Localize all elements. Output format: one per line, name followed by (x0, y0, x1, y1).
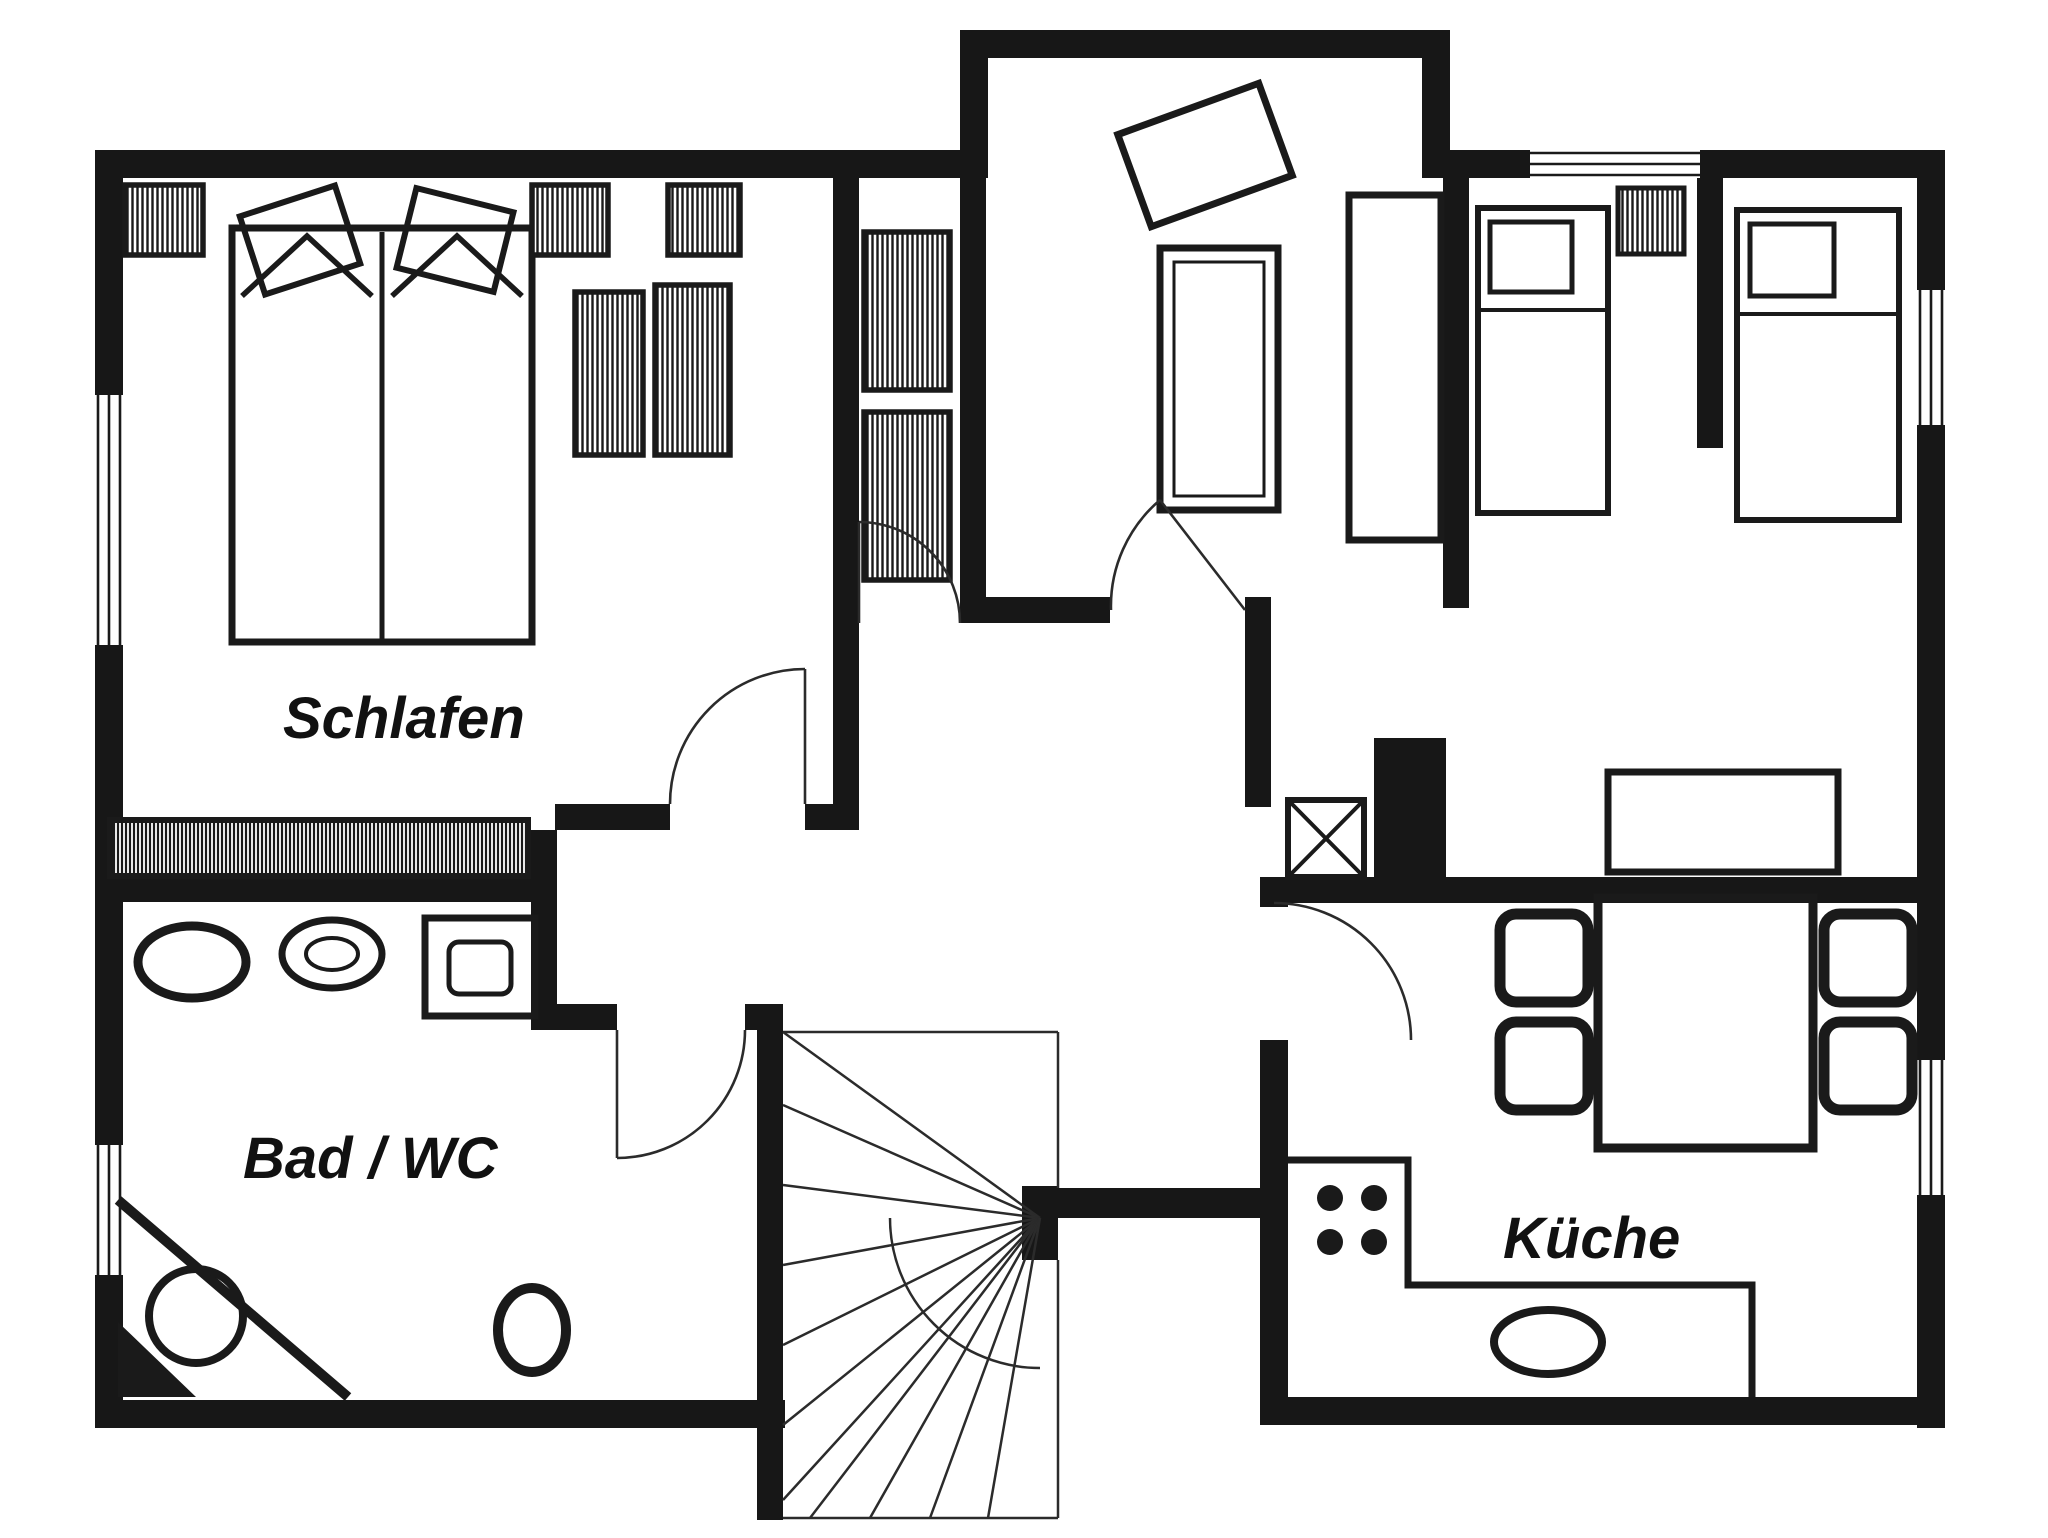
nightstand-right (529, 182, 611, 258)
wall-bay-top (960, 30, 1450, 58)
window-right-lower (1917, 1060, 1945, 1195)
wall-top-left (95, 150, 986, 178)
wall-kitchen-west (1260, 1040, 1288, 1425)
wall-bottom-left (95, 1400, 785, 1428)
radiator (107, 817, 531, 879)
daybed-cushion (1172, 260, 1266, 498)
bathroom-label: Bad / WC (243, 1126, 499, 1191)
pillow-left (235, 181, 365, 299)
washbasin-2-bowl (304, 936, 360, 972)
shower-corner-wedge (118, 1322, 196, 1397)
wall-bottom-right (1260, 1397, 1945, 1425)
door-bathroom-arc (616, 1029, 747, 1160)
bedroom-furniture (107, 181, 743, 879)
doors (615, 499, 1413, 1160)
door-bathroom (615, 1029, 747, 1160)
wall-bath-east (757, 1004, 783, 1428)
chair-bottom-right (1818, 1016, 1918, 1116)
wardrobe-niche-1 (861, 229, 953, 393)
wall-living-right-divider (1443, 178, 1469, 608)
angled-side-table (1113, 78, 1297, 232)
double-bed (228, 224, 536, 646)
wall-bedroom-east (833, 178, 859, 830)
single-bed-2-pillow (1747, 221, 1837, 299)
wall-bedroom-south-left (555, 804, 670, 830)
wall-bedroom-south-right (805, 804, 859, 830)
wall-bath-door-west (531, 1004, 617, 1030)
stair-walk-line (888, 1217, 1041, 1370)
window-left-upper (95, 395, 123, 645)
wardrobe-niche-2 (861, 409, 953, 583)
bathroom-fixtures (114, 914, 571, 1401)
service-shaft (1285, 797, 1367, 880)
nightstand-left (122, 182, 206, 258)
toilet (493, 1283, 571, 1377)
single-bed-2 (1734, 207, 1902, 523)
door-kitchen-arc (1273, 901, 1413, 1041)
closet-niche (861, 229, 953, 583)
stair-treads (782, 1030, 1042, 1519)
door-bedroom (668, 667, 807, 805)
dining-table (1593, 893, 1818, 1153)
washbasin-1 (133, 921, 251, 1003)
wardrobe-bedroom-2 (652, 282, 733, 458)
daybed (1156, 244, 1282, 514)
stove-burners (1317, 1185, 1387, 1255)
nightstand-right-room (1615, 185, 1687, 257)
door-right-room-leaf (1158, 499, 1247, 611)
blanket-fold-right (390, 232, 524, 299)
right-rooms-furniture (1475, 185, 1902, 876)
pillow-right (392, 184, 518, 296)
shower-screen (114, 1196, 352, 1401)
single-bed-1-pillow (1487, 219, 1575, 295)
wall-stairwell-west (757, 1400, 783, 1520)
shaft-x-mark (1286, 798, 1366, 879)
chair-top-left (1494, 908, 1594, 1008)
bedroom-label: Schlafen (283, 686, 525, 751)
cabinet-top (665, 182, 743, 258)
blanket-fold-left (240, 232, 374, 299)
kitchen-furniture (1288, 893, 1918, 1397)
door-right-room-arc (1109, 499, 1161, 611)
room-labels: Schlafen Bad / WC Küche (243, 686, 1680, 1271)
wall-hall-east (1245, 597, 1271, 807)
kitchen-sink (1490, 1306, 1606, 1378)
washbasin-2 (278, 916, 386, 992)
kitchen-counter (1288, 1156, 1756, 1397)
single-bed-1 (1475, 205, 1611, 516)
chair-top-right (1818, 908, 1918, 1008)
wardrobe-bedroom-1 (572, 289, 646, 458)
window-left-lower (95, 1145, 123, 1275)
door-kitchen (1273, 901, 1413, 1041)
chair-bottom-left (1494, 1016, 1594, 1116)
chimney-block (1374, 738, 1446, 877)
wall-right-rooms-divider (1697, 178, 1723, 448)
sideboard (1604, 768, 1842, 876)
kitchen-label: Küche (1503, 1206, 1680, 1271)
window-right-upper (1917, 290, 1945, 425)
winder-staircase (782, 1030, 1060, 1520)
window-top-right (1530, 150, 1700, 178)
door-right-room (1109, 499, 1247, 611)
wall-closet-niche-east (960, 178, 986, 623)
wall-living-south (960, 597, 1110, 623)
wall-hall-south (1058, 1188, 1260, 1218)
door-closet-niche (857, 520, 962, 624)
door-bedroom-arc (668, 667, 806, 805)
washing-machine-drum (446, 939, 514, 997)
wardrobe-living (1345, 191, 1445, 544)
washing-machine (421, 914, 539, 1020)
windows (95, 150, 1945, 1275)
shower-drain (145, 1265, 247, 1367)
living-room-furniture (1113, 78, 1445, 544)
door-niche-arc (858, 520, 962, 624)
wall-bath-north (95, 876, 557, 902)
